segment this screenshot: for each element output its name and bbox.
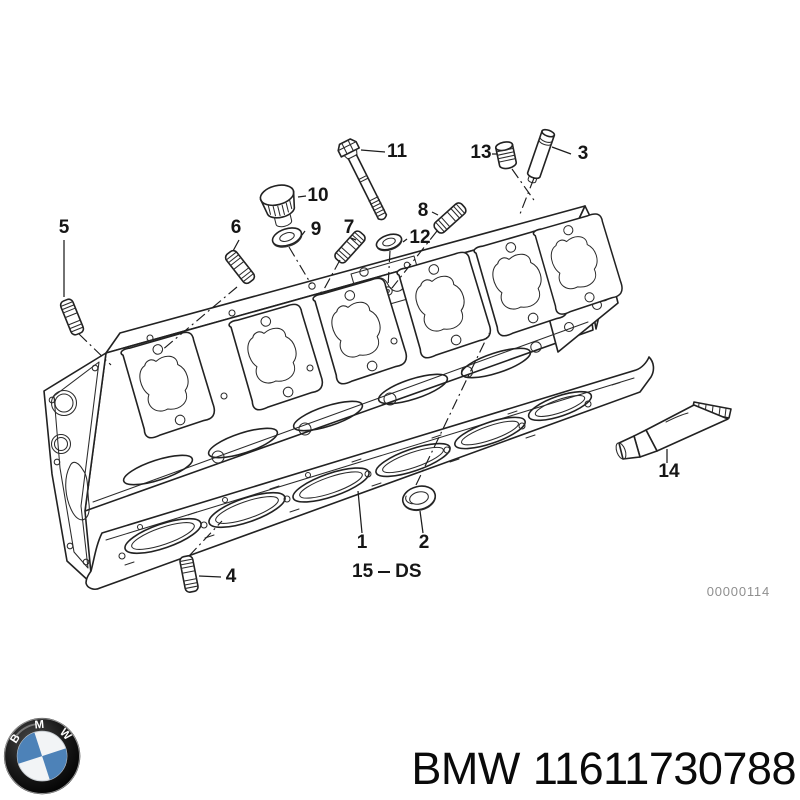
sealant-tube-14 bbox=[615, 401, 732, 460]
watermark-number: 00000114 bbox=[706, 584, 770, 599]
end-gasket-drawing bbox=[48, 361, 100, 569]
logo-blue-quadrant-bottomright bbox=[42, 748, 67, 780]
callout-13: 13 bbox=[470, 142, 492, 163]
part-number-text: 11611730788 bbox=[532, 743, 797, 794]
callout-2: 2 bbox=[418, 532, 430, 553]
callout-8: 8 bbox=[417, 200, 429, 221]
head-gasket-drawing bbox=[85, 356, 655, 590]
brand-text: BMW bbox=[411, 743, 520, 794]
installation-leader-lines bbox=[78, 168, 537, 557]
callout-10: 10 bbox=[307, 185, 329, 206]
stud-4 bbox=[178, 554, 200, 594]
callout-4: 4 bbox=[225, 566, 237, 587]
callout-6: 6 bbox=[230, 217, 242, 238]
callout-12: 12 bbox=[409, 227, 431, 248]
part-number-line: BMW 11611730788 bbox=[411, 743, 796, 795]
stud-6 bbox=[222, 248, 258, 286]
callout-14: 14 bbox=[658, 461, 680, 482]
threaded-plug-13 bbox=[494, 141, 517, 170]
stud-8 bbox=[431, 200, 469, 236]
valve-guide-3 bbox=[526, 128, 556, 184]
callout-7: 7 bbox=[343, 217, 355, 238]
callout-3: 3 bbox=[577, 143, 589, 164]
seal-set-dash bbox=[378, 570, 391, 574]
screw-plug-10 bbox=[259, 184, 296, 228]
stud-5 bbox=[58, 297, 86, 337]
logo-letter-m: M bbox=[34, 719, 45, 732]
bmw-roundel: B M W bbox=[3, 717, 81, 795]
label-leader-lines bbox=[63, 146, 668, 578]
callout-11: 11 bbox=[386, 141, 408, 162]
washer-12 bbox=[375, 233, 403, 252]
seal-set-number: 15 bbox=[352, 561, 374, 582]
bolt-11 bbox=[337, 138, 388, 221]
callout-1: 1 bbox=[356, 532, 368, 553]
bmw-logo: B M W bbox=[3, 717, 81, 795]
callout-9: 9 bbox=[310, 219, 322, 240]
callout-15-ds: 15 DS bbox=[352, 561, 422, 583]
washer-9 bbox=[271, 227, 303, 248]
seal-ring-2 bbox=[401, 485, 437, 512]
logo-blue-quadrant-topleft bbox=[17, 732, 43, 764]
callout-5: 5 bbox=[58, 217, 70, 238]
seal-set-code: DS bbox=[395, 561, 422, 582]
